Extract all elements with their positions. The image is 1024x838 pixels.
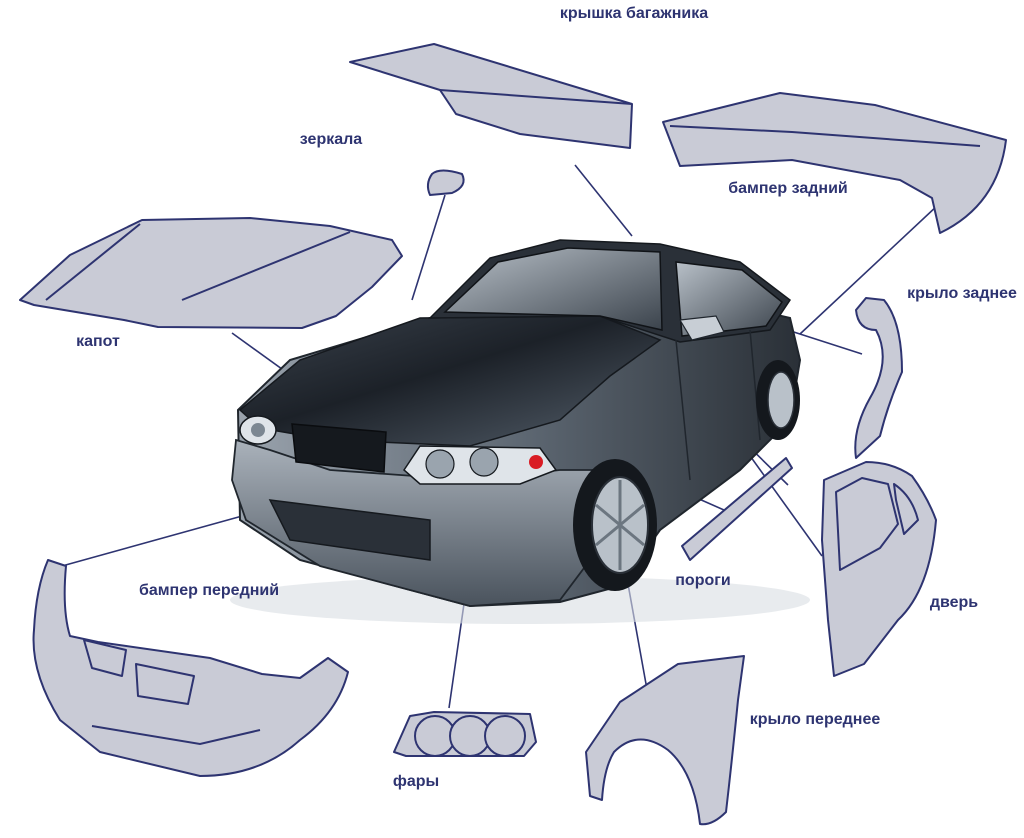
label-rear-bumper: бампер задний bbox=[728, 180, 848, 197]
front-fender-part bbox=[585, 655, 745, 826]
door-part bbox=[821, 461, 937, 677]
front-bumper-part bbox=[32, 559, 349, 777]
leader-mirrors bbox=[411, 194, 446, 301]
leader-rear-bumper bbox=[799, 204, 939, 335]
headlights-part bbox=[393, 711, 537, 757]
hood-part bbox=[19, 217, 403, 329]
label-door: дверь bbox=[930, 594, 978, 611]
label-front-bumper: бампер передний bbox=[139, 582, 279, 599]
label-headlights: фары bbox=[393, 773, 439, 790]
mirror-part bbox=[426, 169, 465, 196]
rear-bumper-part bbox=[662, 92, 1007, 234]
sill-part bbox=[681, 457, 793, 561]
label-front-fender: крыло переднее bbox=[750, 711, 881, 728]
labels: крышка багажника зеркала бампер задний к… bbox=[76, 5, 1017, 790]
label-mirrors: зеркала bbox=[300, 131, 362, 148]
label-rear-fender: крыло заднее bbox=[907, 285, 1017, 302]
rear-fender-part bbox=[854, 297, 903, 459]
label-trunk-lid: крышка багажника bbox=[560, 5, 708, 22]
label-sills: пороги bbox=[675, 572, 730, 589]
trunk-lid-part bbox=[349, 43, 633, 149]
leader-trunk-lid bbox=[574, 164, 633, 237]
label-hood: капот bbox=[76, 333, 120, 350]
car-illustration bbox=[230, 239, 810, 624]
